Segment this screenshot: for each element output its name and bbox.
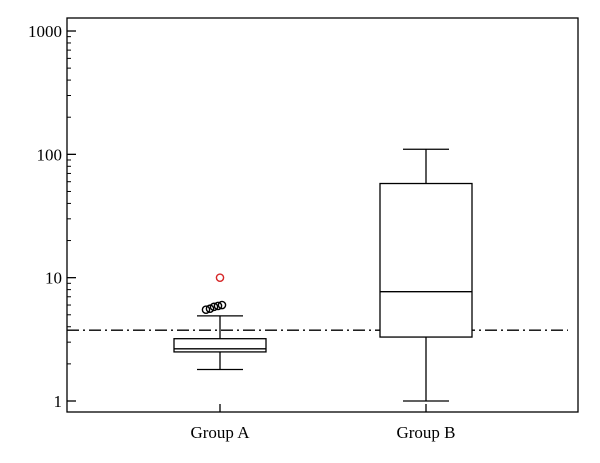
y-tick-label: 1 [54,392,63,411]
outlier-point [201,305,211,314]
outlier-point [213,301,223,311]
y-tick-label: 100 [37,145,63,164]
plot-frame [66,17,579,413]
outlier-point [205,304,215,314]
x-axis: Group A Group B [190,404,456,442]
boxes-group [173,148,473,402]
box-group-b [379,148,473,402]
y-axis: 1 10 100 1000 [28,22,76,411]
y-tick-label: 1000 [28,22,62,41]
iqr-box [173,338,267,353]
x-category-label: Group A [190,423,250,442]
iqr-box [379,182,473,338]
far-outlier-point [215,273,225,282]
outlier-point [209,302,219,312]
box-group-a [173,273,267,371]
x-category-label: Group B [396,423,455,442]
outlier-point [217,300,227,310]
y-tick-label: 10 [45,269,62,288]
